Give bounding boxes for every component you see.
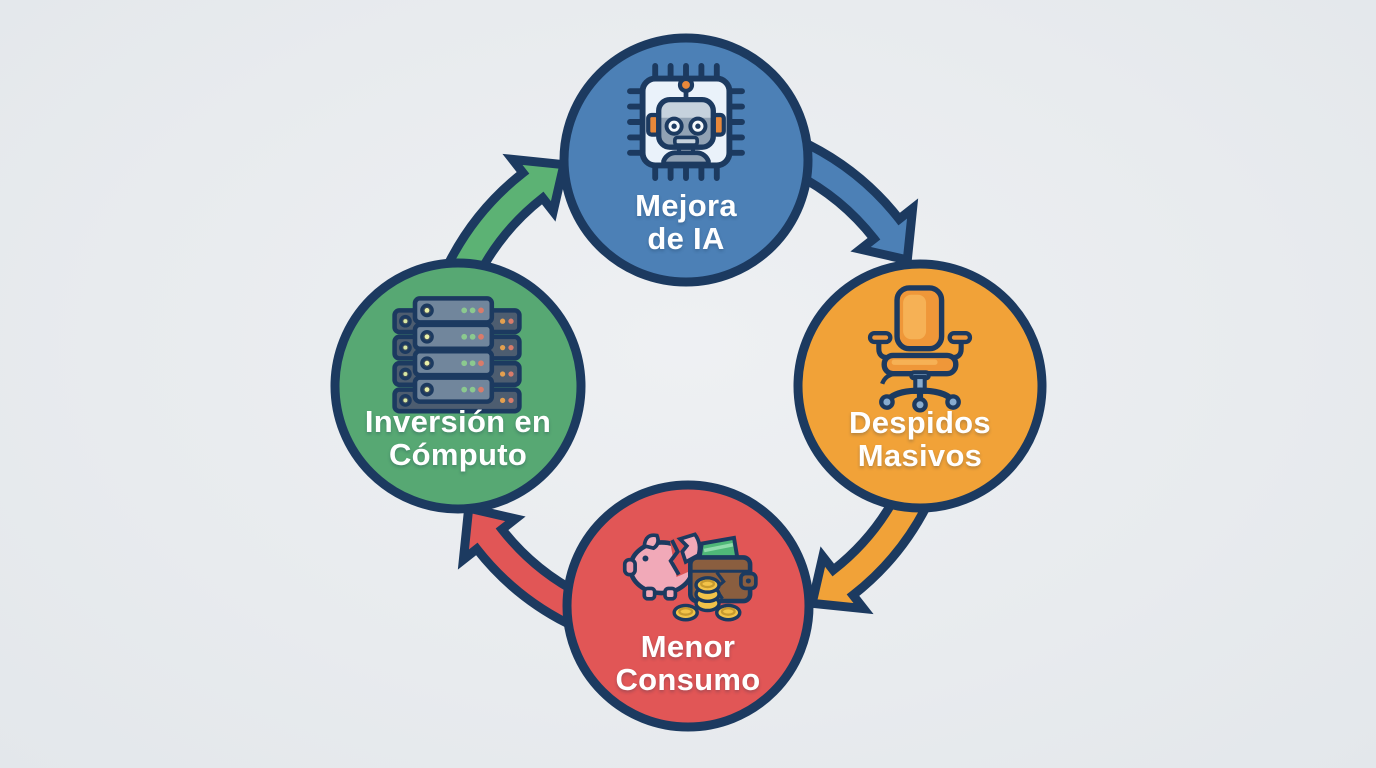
node-inversion-en-computo: Inversión en Cómputo: [330, 258, 586, 514]
chair-wheel: [912, 396, 928, 413]
node-mejora-de-ia: Mejora de IA: [559, 33, 813, 287]
pig-ear: [642, 533, 660, 551]
node-label-line: Mejora: [635, 188, 737, 223]
node-label-line: de IA: [647, 221, 724, 256]
server-unit: [412, 322, 495, 352]
cycle-arrows: [443, 139, 933, 629]
server-unit: [412, 375, 495, 404]
server-rack-icon: [392, 296, 522, 414]
chip-pins: [627, 63, 745, 181]
chair-wheel: [945, 394, 961, 410]
node-label-line: Cómputo: [389, 437, 527, 472]
arrow-inversion-to-mejora: [443, 153, 570, 283]
node-label-line: Despidos: [849, 405, 991, 440]
pig-crack: [668, 539, 681, 576]
node-label-line: Masivos: [858, 438, 982, 473]
arrow-despidos-to-menor: [806, 485, 933, 615]
coins: [672, 576, 742, 622]
ai-chip-robot-icon: [627, 63, 745, 181]
coin-stack: [694, 576, 721, 613]
robot-head: [646, 76, 726, 167]
chair-lever: [880, 371, 895, 385]
server-unit: [412, 296, 495, 325]
node-menor-consumo: Menor Consumo: [562, 480, 814, 732]
pig-snout: [622, 557, 637, 577]
node-label-line: Consumo: [615, 662, 760, 697]
pig-eye: [642, 555, 649, 562]
node-label-line: Inversión en: [365, 404, 551, 439]
robot-mouth: [672, 135, 700, 147]
antenna-ball: [677, 76, 695, 94]
robot-shoulders: [661, 150, 711, 167]
broken-piggy-bank-wallet-coins-icon: [622, 530, 758, 622]
arrow-mejora-to-despidos: [789, 139, 919, 266]
chair-wheel: [879, 394, 895, 410]
server-front-stack: [412, 296, 495, 404]
arrow-menor-to-inversion: [457, 502, 587, 629]
node-label-line: Menor: [641, 629, 736, 664]
office-chair-icon: [867, 285, 973, 413]
server-unit: [412, 348, 495, 378]
node-despidos-masivos: Despidos Masivos: [793, 259, 1047, 513]
